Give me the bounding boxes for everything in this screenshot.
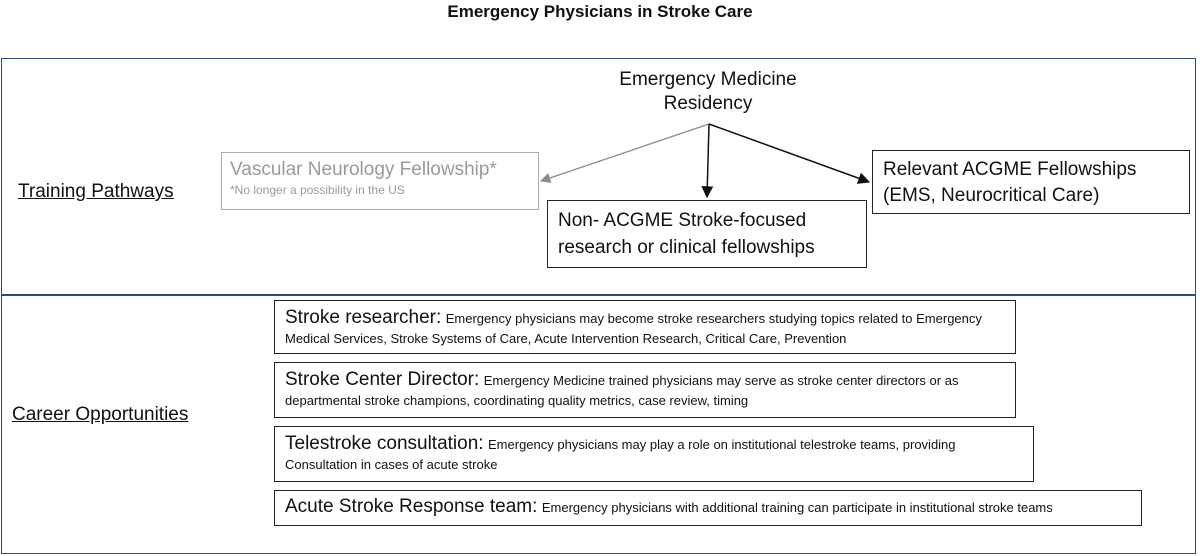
career-stroke-researcher: Stroke researcher: Emergency physicians … — [274, 300, 1016, 354]
career-stroke-center-director: Stroke Center Director: Emergency Medici… — [274, 362, 1016, 418]
emergency-medicine-residency-node: Emergency Medicine Residency — [619, 69, 797, 114]
career-telestroke-consultation: Telestroke consultation: Emergency physi… — [274, 426, 1034, 482]
diagram-title: Emergency Physicians in Stroke Care — [447, 2, 753, 21]
career-head: Stroke Center Director: — [285, 369, 480, 390]
career-acute-stroke-response-team: Acute Stroke Response team: Emergency ph… — [274, 490, 1142, 526]
career-head: Acute Stroke Response team: — [285, 496, 538, 517]
career-head: Stroke researcher: — [285, 307, 442, 328]
non-acgme-fellowship-box: Non- ACGME Stroke-focused research or cl… — [547, 200, 867, 268]
vascular-neurology-note: *No longer a possibility in the US — [230, 183, 405, 197]
career-opportunities-section — [1, 294, 1196, 554]
vascular-neurology-title: Vascular Neurology Fellowship* — [230, 159, 497, 180]
career-opportunities-label: Career Opportunities — [12, 404, 189, 425]
acgme-fellowship-box: Relevant ACGME Fellowships (EMS, Neurocr… — [872, 150, 1190, 214]
arrow-to-non-acgme — [701, 123, 714, 199]
training-pathways-label: Training Pathways — [18, 181, 174, 202]
career-desc: Emergency physicians may play a role on … — [285, 437, 956, 472]
arrow-to-acgme — [708, 123, 871, 184]
arrow-to-vascular — [540, 123, 710, 183]
career-head: Telestroke consultation: — [285, 433, 484, 454]
training-pathways-section — [1, 58, 1196, 296]
career-desc: Emergency Medicine trained physicians ma… — [285, 373, 959, 408]
career-desc: Emergency physicians may become stroke r… — [285, 311, 982, 346]
career-desc: Emergency physicians with additional tra… — [541, 500, 1053, 515]
vascular-neurology-box: Vascular Neurology Fellowship* *No longe… — [221, 152, 539, 210]
